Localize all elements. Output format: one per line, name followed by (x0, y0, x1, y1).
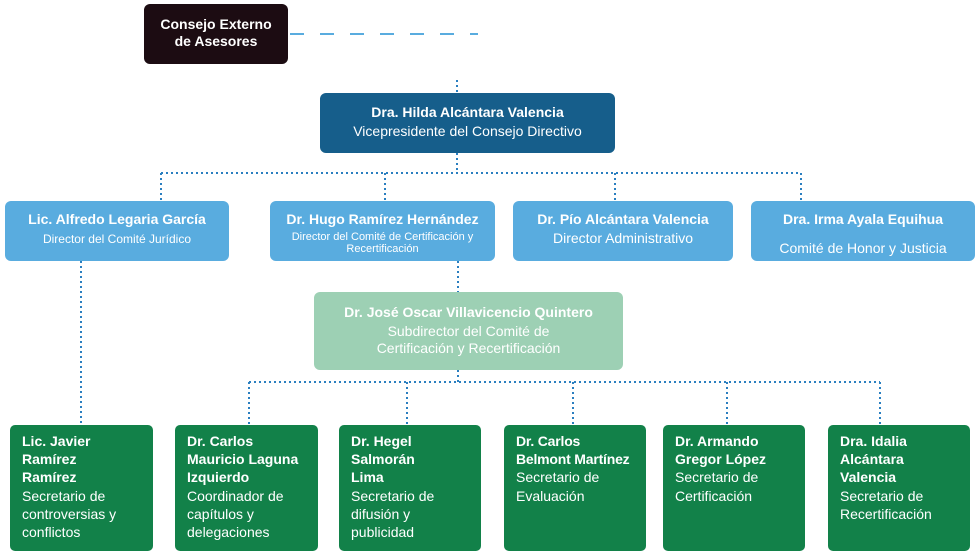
secretary-role: Coordinador de capítulos y delegaciones (187, 487, 284, 540)
director-role: Director del Comité de Certificación y R… (291, 230, 474, 256)
vice-president-box: Dra. Hilda Alcántara Valencia Vicepresid… (320, 93, 615, 153)
advisory-board-box: Consejo Externo de Asesores (144, 4, 288, 64)
secretary-role: Secretario de controversias y conflictos (22, 487, 117, 540)
director-name: Dr. Pío Alcántara Valencia (537, 211, 709, 227)
secretary-name: Dra. Idalia Alcántara Valencia (840, 433, 907, 486)
advisory-board-line2: de Asesores (174, 32, 258, 49)
vice-president-role: Vicepresidente del Consejo Directivo (353, 122, 582, 139)
secretary-box-chapters: Dr. Carlos Mauricio Laguna Izquierdo Coo… (175, 425, 318, 551)
secretary-name: Dr. Armando Gregor López (675, 433, 767, 468)
director-role: Director del Comité Jurídico (42, 231, 192, 246)
secretary-name: Lic. Javier Ramírez Ramírez (22, 433, 91, 486)
secretary-box-controversies: Lic. Javier Ramírez Ramírez Secretario d… (10, 425, 153, 551)
secretary-role: Secretario de Certificación (675, 469, 759, 504)
director-role: Comité de Honor y Justicia (779, 239, 947, 256)
director-name: Lic. Alfredo Legaria García (28, 211, 206, 227)
advisory-board-line1: Consejo Externo (160, 16, 272, 32)
secretary-box-certification: Dr. Armando Gregor López Secretario de C… (663, 425, 805, 551)
subdirector-box: Dr. José Oscar Villavicencio Quintero Su… (314, 292, 623, 370)
secretary-role: Secretario de Recertificación (840, 487, 932, 522)
director-box-administrative: Dr. Pío Alcántara Valencia Director Admi… (513, 201, 733, 261)
secretary-name: Dr. Carlos Belmont Martínez (516, 433, 630, 468)
director-role: Director Administrativo (552, 229, 694, 246)
subdirector-role: Subdirector del Comité de Certificación … (376, 322, 561, 357)
vice-president-name: Dra. Hilda Alcántara Valencia (371, 104, 564, 120)
subdirector-name: Dr. José Oscar Villavicencio Quintero (344, 304, 593, 320)
director-name: Dr. Hugo Ramírez Hernández (286, 211, 479, 227)
secretary-name: Dr. Carlos Mauricio Laguna Izquierdo (187, 433, 299, 486)
director-box-certification: Dr. Hugo Ramírez Hernández Director del … (270, 201, 495, 261)
secretary-box-evaluation: Dr. Carlos Belmont Martínez Secretario d… (504, 425, 646, 551)
secretary-name: Dr. Hegel Salmorán Lima (351, 433, 415, 486)
director-box-honor: Dra. Irma Ayala Equihua Comité de Honor … (751, 201, 975, 261)
secretary-box-publicity: Dr. Hegel Salmorán Lima Secretario de di… (339, 425, 481, 551)
secretary-role: Secretario de difusión y publicidad (351, 487, 435, 540)
director-box-legal: Lic. Alfredo Legaria García Director del… (5, 201, 229, 261)
director-name: Dra. Irma Ayala Equihua (782, 211, 943, 227)
secretary-box-recertification: Dra. Idalia Alcántara Valencia Secretari… (828, 425, 970, 551)
secretary-role: Secretario de Evaluación (516, 469, 600, 504)
